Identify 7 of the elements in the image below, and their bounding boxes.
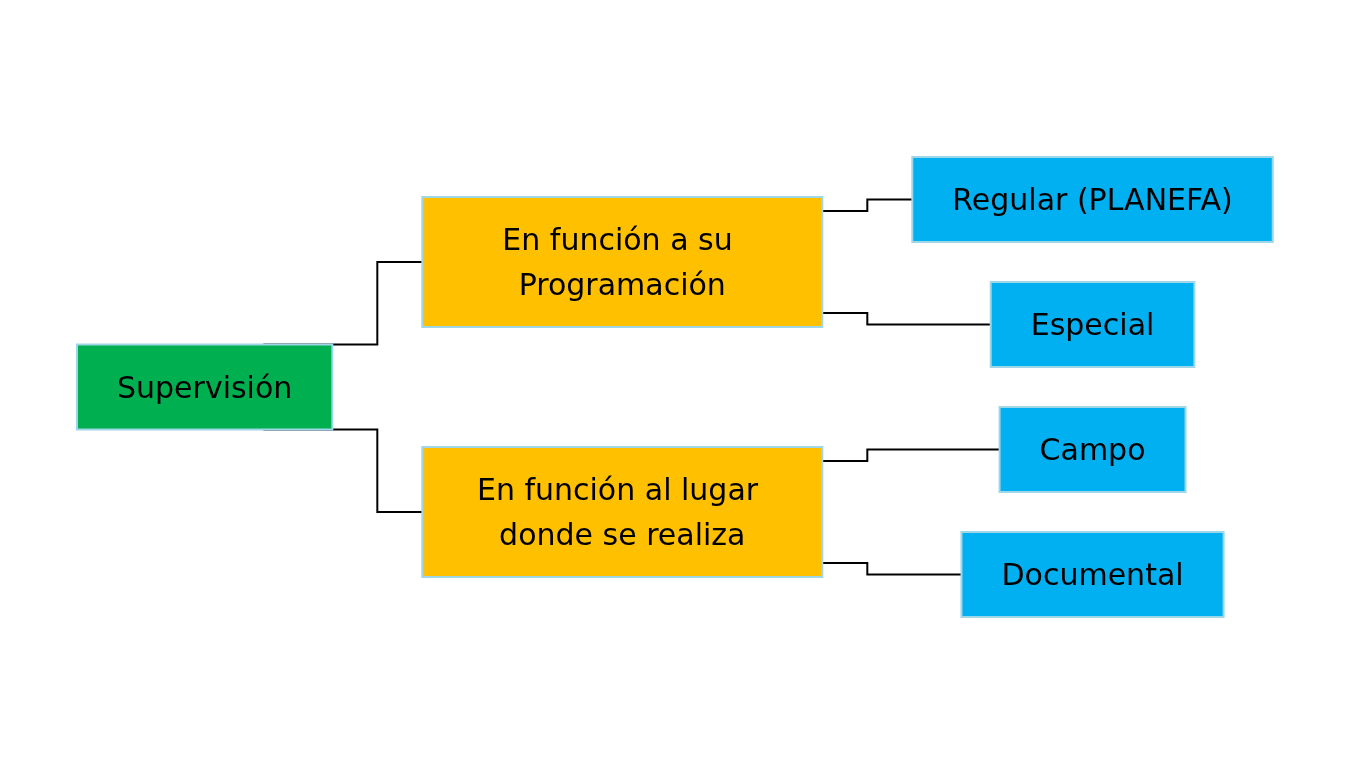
- node-box: Supervisión: [76, 343, 334, 431]
- node-box: En función a su Programación: [421, 196, 824, 328]
- node-box: Documental: [960, 531, 1225, 618]
- node-box: Campo: [998, 406, 1187, 493]
- node-box: En función al lugar donde se realiza: [421, 446, 824, 578]
- node-box: Regular (PLANEFA): [911, 156, 1274, 243]
- node-box: Especial: [989, 281, 1196, 368]
